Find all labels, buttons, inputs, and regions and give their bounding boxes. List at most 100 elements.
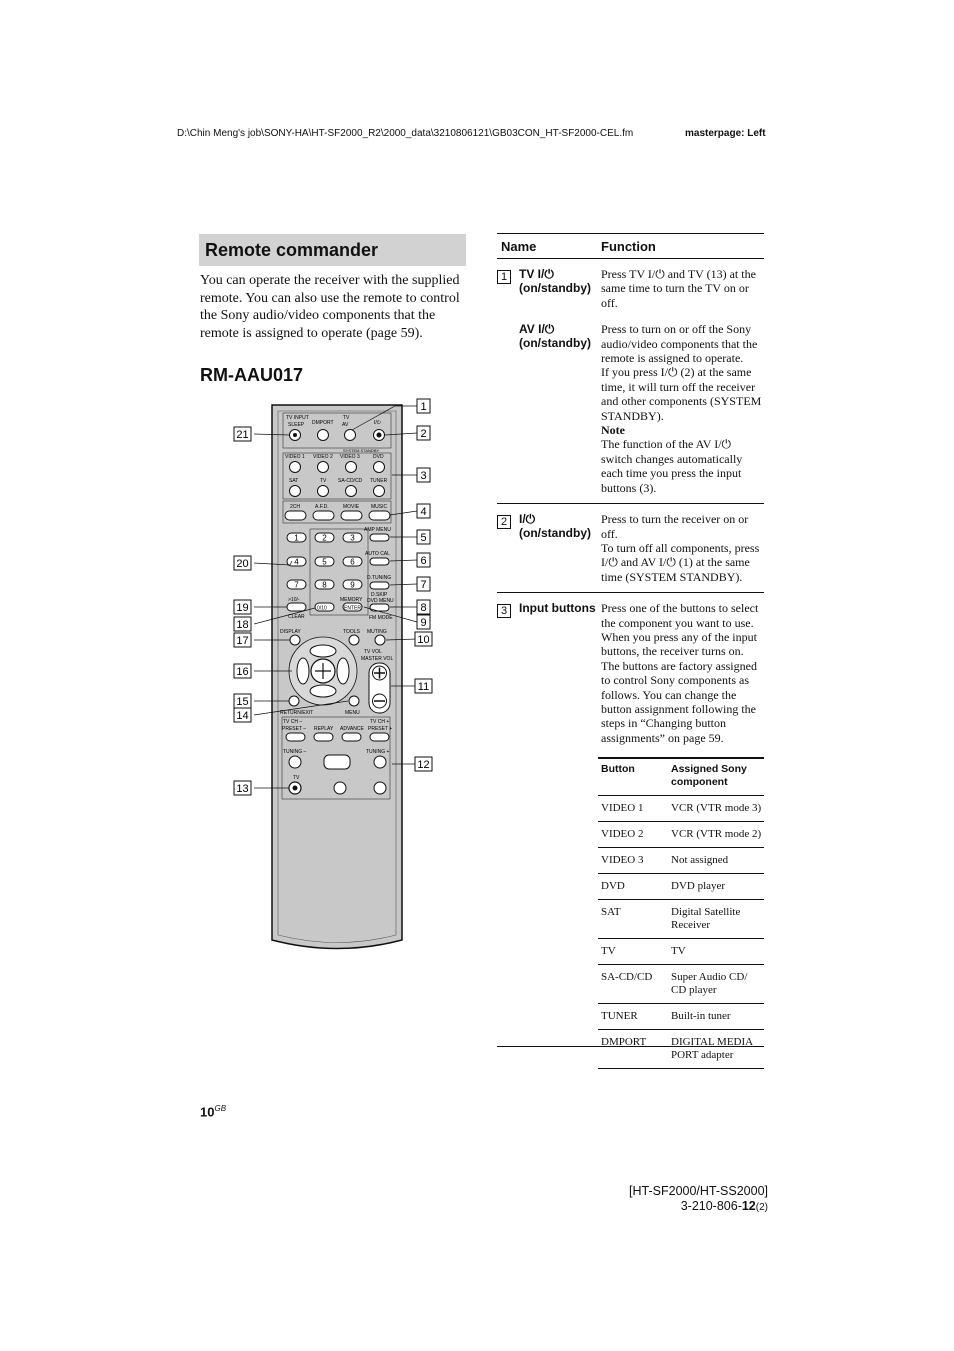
button-cell: TV (601, 945, 616, 958)
remote-illustration: TV INPUT SLEEP DMPORT TV AV I/⏻ SYSTEM S… (233, 398, 433, 950)
row-description: Press one of the buttons to select the c… (601, 601, 759, 745)
note-label: Note (601, 423, 625, 438)
label-tv-input-btn: TV (320, 478, 327, 484)
label-movie: MOVIE (343, 504, 360, 510)
callout-10: 10 (417, 634, 429, 646)
table-row: 3 Input buttons Press one of the buttons… (497, 592, 764, 753)
component-cell: VCR (VTR mode 2) (671, 828, 762, 841)
component-cell: TV (671, 945, 686, 958)
label-enter: ENTER (344, 606, 361, 612)
label-preset-plus: PRESET + (368, 726, 392, 732)
label-fm-mode: FM MODE (369, 615, 393, 621)
label-replay: REPLAY (314, 726, 334, 732)
digit-3: 3 (350, 534, 355, 543)
table-row: AV I/⏻ (on/standby) Press to turn on or … (497, 318, 764, 503)
button-cell: DVD (601, 880, 625, 893)
table-bottom-rule (497, 1046, 764, 1047)
label-tv-power: TV (343, 415, 350, 421)
label-memory: MEMORY (340, 597, 363, 603)
label-2ch: 2CH (290, 504, 300, 510)
footer-code: 3-210-806-12(2) (500, 1199, 768, 1213)
component-cell: Super Audio CD/ CD player (671, 971, 748, 997)
callout-18: 18 (236, 619, 248, 631)
label-advance: ADVANCE (340, 726, 364, 732)
row-name: TV I/⏻ (on/standby) (519, 267, 591, 295)
label-zero: 0/10 (317, 606, 327, 612)
label-afd: A.F.D. (315, 504, 329, 510)
label-sacd: SA-CD/CD (338, 478, 363, 484)
label-d-skip: D.SKIP (371, 592, 388, 598)
label-tuning-plus: TUNING + (366, 749, 390, 755)
callout-4: 4 (420, 506, 426, 518)
callout-15: 15 (236, 696, 248, 708)
col-function-header: Function (601, 238, 656, 254)
callout-3: 3 (420, 470, 426, 482)
label-tv-input: TV INPUT (286, 415, 309, 421)
callout-2: 2 (420, 428, 426, 440)
digit-8: 8 (322, 581, 327, 590)
label-master-vol: MASTER VOL (361, 656, 393, 662)
label-tv-button: TV (293, 775, 300, 781)
label-tools: TOOLS (343, 629, 361, 635)
button-cell: TUNER (601, 1010, 638, 1023)
label-menu: MENU (345, 710, 360, 716)
col-name-header: Name (501, 238, 537, 254)
header-masterpage: masterpage: Left (685, 128, 766, 139)
footer-code-suffix: (2) (755, 1202, 768, 1213)
row-description: Press to turn the receiver on or off. (601, 512, 749, 541)
callout-5: 5 (420, 532, 426, 544)
header-file-path: D:\Chin Meng's job\SONY-HA\HT-SF2000_R2\… (177, 128, 634, 139)
label-preset-minus: PRESET – (282, 726, 306, 732)
label-dmport: DMPORT (312, 420, 334, 426)
model-heading: RM-AAU017 (200, 365, 304, 385)
component-cell: Built-in tuner (671, 1010, 731, 1023)
col-component-header: Assigned Sony component (671, 763, 747, 789)
page-number: 10 (200, 1104, 215, 1120)
dmport-button (317, 429, 329, 441)
callout-9: 9 (420, 617, 426, 629)
footer-model: [HT-SF2000/HT-SS2000] (629, 1184, 768, 1198)
label-auto-cal: AUTO CAL (365, 551, 390, 557)
callout-8: 8 (420, 602, 426, 614)
av-power-button (344, 429, 356, 441)
callout-21: 21 (236, 429, 248, 441)
label-ten: >10/- (288, 597, 300, 603)
footer-code-prefix: 3-210-806- (680, 1199, 742, 1213)
label-d-tuning: D.TUNING (367, 575, 391, 581)
page-suffix: GB (214, 1104, 227, 1113)
label-tuner: TUNER (370, 478, 388, 484)
component-cell: DIGITAL MEDIA PORT adapter (671, 1036, 753, 1062)
button-cell: VIDEO 3 (601, 854, 644, 867)
digit-9: 9 (350, 581, 355, 590)
callout-7: 7 (420, 579, 426, 591)
label-tv-ch-plus: TV CH + (370, 719, 389, 725)
table-row: 1 TV I/⏻ (on/standby) Press TV I/⏻ and T… (497, 259, 764, 318)
digit-1: 1 (294, 534, 299, 543)
component-cell: Digital Satellite Receiver (671, 906, 741, 932)
assignment-row: DMPORT DIGITAL MEDIA PORT adapter (598, 1030, 764, 1070)
section-title: Remote commander (199, 234, 466, 266)
callout-13: 13 (236, 783, 248, 795)
callout-20: 20 (236, 558, 248, 570)
callout-16: 16 (236, 666, 248, 678)
digit-5: 5 (322, 558, 327, 567)
callout-11: 11 (418, 681, 429, 693)
label-clear: CLEAR (288, 614, 305, 620)
label-video2: VIDEO 2 (313, 454, 333, 460)
label-tv-ch-minus: TV CH – (283, 719, 302, 725)
assignment-row: TUNER Built-in tuner (598, 1004, 764, 1031)
label-system-standby: SYSTEM STANDBY (343, 448, 379, 453)
callout-12: 12 (417, 759, 429, 771)
col-button-header: Button (601, 763, 635, 776)
row-description: Press TV I/⏻ and TV (13) at the same tim… (601, 267, 756, 310)
label-amp-menu: AMP MENU (364, 527, 391, 533)
callout-17: 17 (236, 635, 248, 647)
component-cell: VCR (VTR mode 3) (671, 802, 762, 815)
button-cell: DMPORT (601, 1036, 647, 1049)
label-return-exit: RETURN/EXIT (280, 710, 313, 716)
function-table: Name Function 1 TV I/⏻ (on/standby) Pres… (497, 233, 764, 1070)
